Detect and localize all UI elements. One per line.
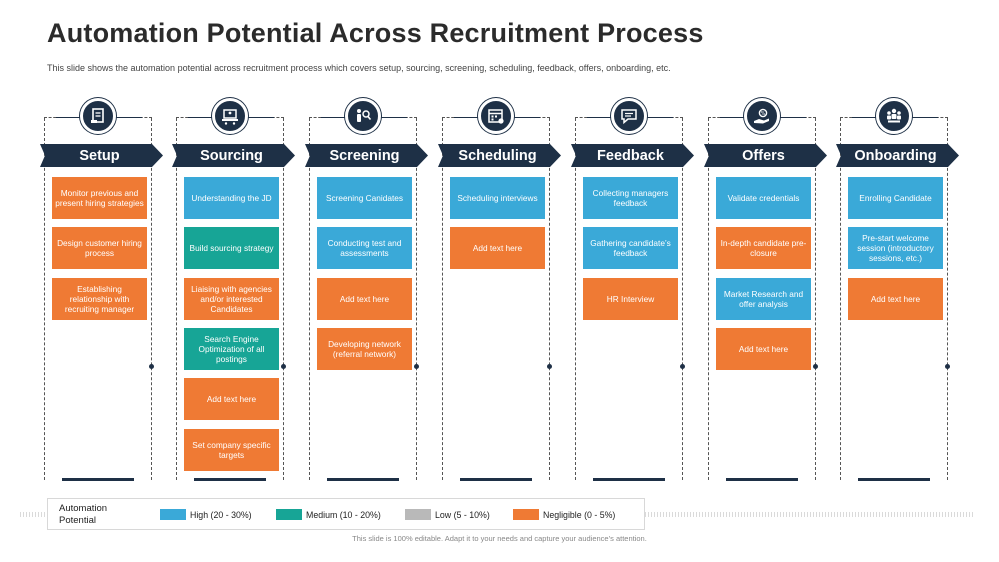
stage-header: Onboarding (836, 144, 959, 167)
stage-header: Scheduling (438, 144, 561, 167)
task-box: Pre-start welcome session (introductory … (848, 227, 943, 270)
legend-item-high: High (20 - 30%) (160, 509, 252, 520)
document-icon (80, 98, 116, 134)
frame-dot (149, 364, 154, 369)
column-bottom-bar (726, 478, 798, 481)
task-box: Search Engine Optimization of all postin… (184, 327, 279, 370)
task-box: Gathering candidate’s feedback (583, 227, 678, 270)
task-box: Validate credentials (716, 177, 811, 219)
legend-item-low: Low (5 - 10%) (405, 509, 490, 520)
legend-swatch-high (160, 509, 186, 520)
frame-dot (680, 364, 685, 369)
task-box: Set company specific targets (184, 428, 279, 471)
task-box: Liaising with agencies and/or interested… (184, 277, 279, 320)
column-bottom-bar (327, 478, 399, 481)
stage-header: Screening (305, 144, 428, 167)
task-box: Add text here (716, 327, 811, 370)
stage-header: Feedback (571, 144, 694, 167)
column-bottom-bar (194, 478, 266, 481)
task-box: Build sourcing strategy (184, 227, 279, 270)
column-bottom-bar (62, 478, 134, 481)
column-bottom-bar (460, 478, 532, 481)
legend-item-medium: Medium (10 - 20%) (276, 509, 381, 520)
chat-icon (611, 98, 647, 134)
task-box: Enrolling Candidate (848, 177, 943, 219)
offer-hand-icon: % (744, 98, 780, 134)
legend: Automation Potential High (20 - 30%) Med… (47, 498, 645, 530)
task-box: Add text here (317, 277, 412, 320)
laptop-users-icon (212, 98, 248, 134)
task-box: Add text here (184, 378, 279, 421)
column-dashed-frame (442, 117, 550, 480)
frame-dot (414, 364, 419, 369)
stage-header: Sourcing (172, 144, 295, 167)
task-box: Conducting test and assessments (317, 227, 412, 270)
decorative-hatch-right (645, 512, 975, 517)
frame-dot (945, 364, 950, 369)
people-search-icon (345, 98, 381, 134)
task-box: Market Research and offer analysis (716, 277, 811, 320)
legend-swatch-low (405, 509, 431, 520)
task-box: Add text here (450, 227, 545, 270)
task-box: Design customer hiring process (52, 227, 147, 270)
page-subtitle: This slide shows the automation potentia… (47, 63, 671, 73)
frame-dot (547, 364, 552, 369)
task-box: Establishing relationship with recruitin… (52, 277, 147, 320)
frame-dot (813, 364, 818, 369)
decorative-hatch-left (20, 512, 47, 517)
legend-swatch-negligible (513, 509, 539, 520)
task-box: Add text here (848, 277, 943, 320)
legend-swatch-medium (276, 509, 302, 520)
task-box: In-depth candidate pre-closure (716, 227, 811, 270)
legend-label-high: High (20 - 30%) (190, 509, 252, 520)
task-box: Screening Canidates (317, 177, 412, 219)
legend-label-negligible: Negligible (0 - 5%) (543, 509, 616, 520)
svg-text:%: % (761, 111, 766, 117)
column-bottom-bar (593, 478, 665, 481)
team-icon (876, 98, 912, 134)
task-box: Developing network (referral network) (317, 327, 412, 370)
footer-note: This slide is 100% editable. Adapt it to… (352, 534, 647, 543)
task-box: Scheduling interviews (450, 177, 545, 219)
frame-dot (281, 364, 286, 369)
calendar-icon (478, 98, 514, 134)
column-bottom-bar (858, 478, 930, 481)
task-box: HR Interview (583, 277, 678, 320)
task-box: Monitor previous and present hiring stra… (52, 177, 147, 219)
stage-header: Setup (40, 144, 163, 167)
legend-item-negligible: Negligible (0 - 5%) (513, 509, 615, 520)
legend-label-low: Low (5 - 10%) (435, 509, 490, 520)
stage-header: Offers (704, 144, 827, 167)
task-box: Collecting managers feedback (583, 177, 678, 219)
task-box: Understanding the JD (184, 177, 279, 219)
page-title: Automation Potential Across Recruitment … (47, 18, 704, 48)
legend-title: Automation Potential (59, 503, 108, 526)
legend-label-medium: Medium (10 - 20%) (306, 509, 381, 520)
